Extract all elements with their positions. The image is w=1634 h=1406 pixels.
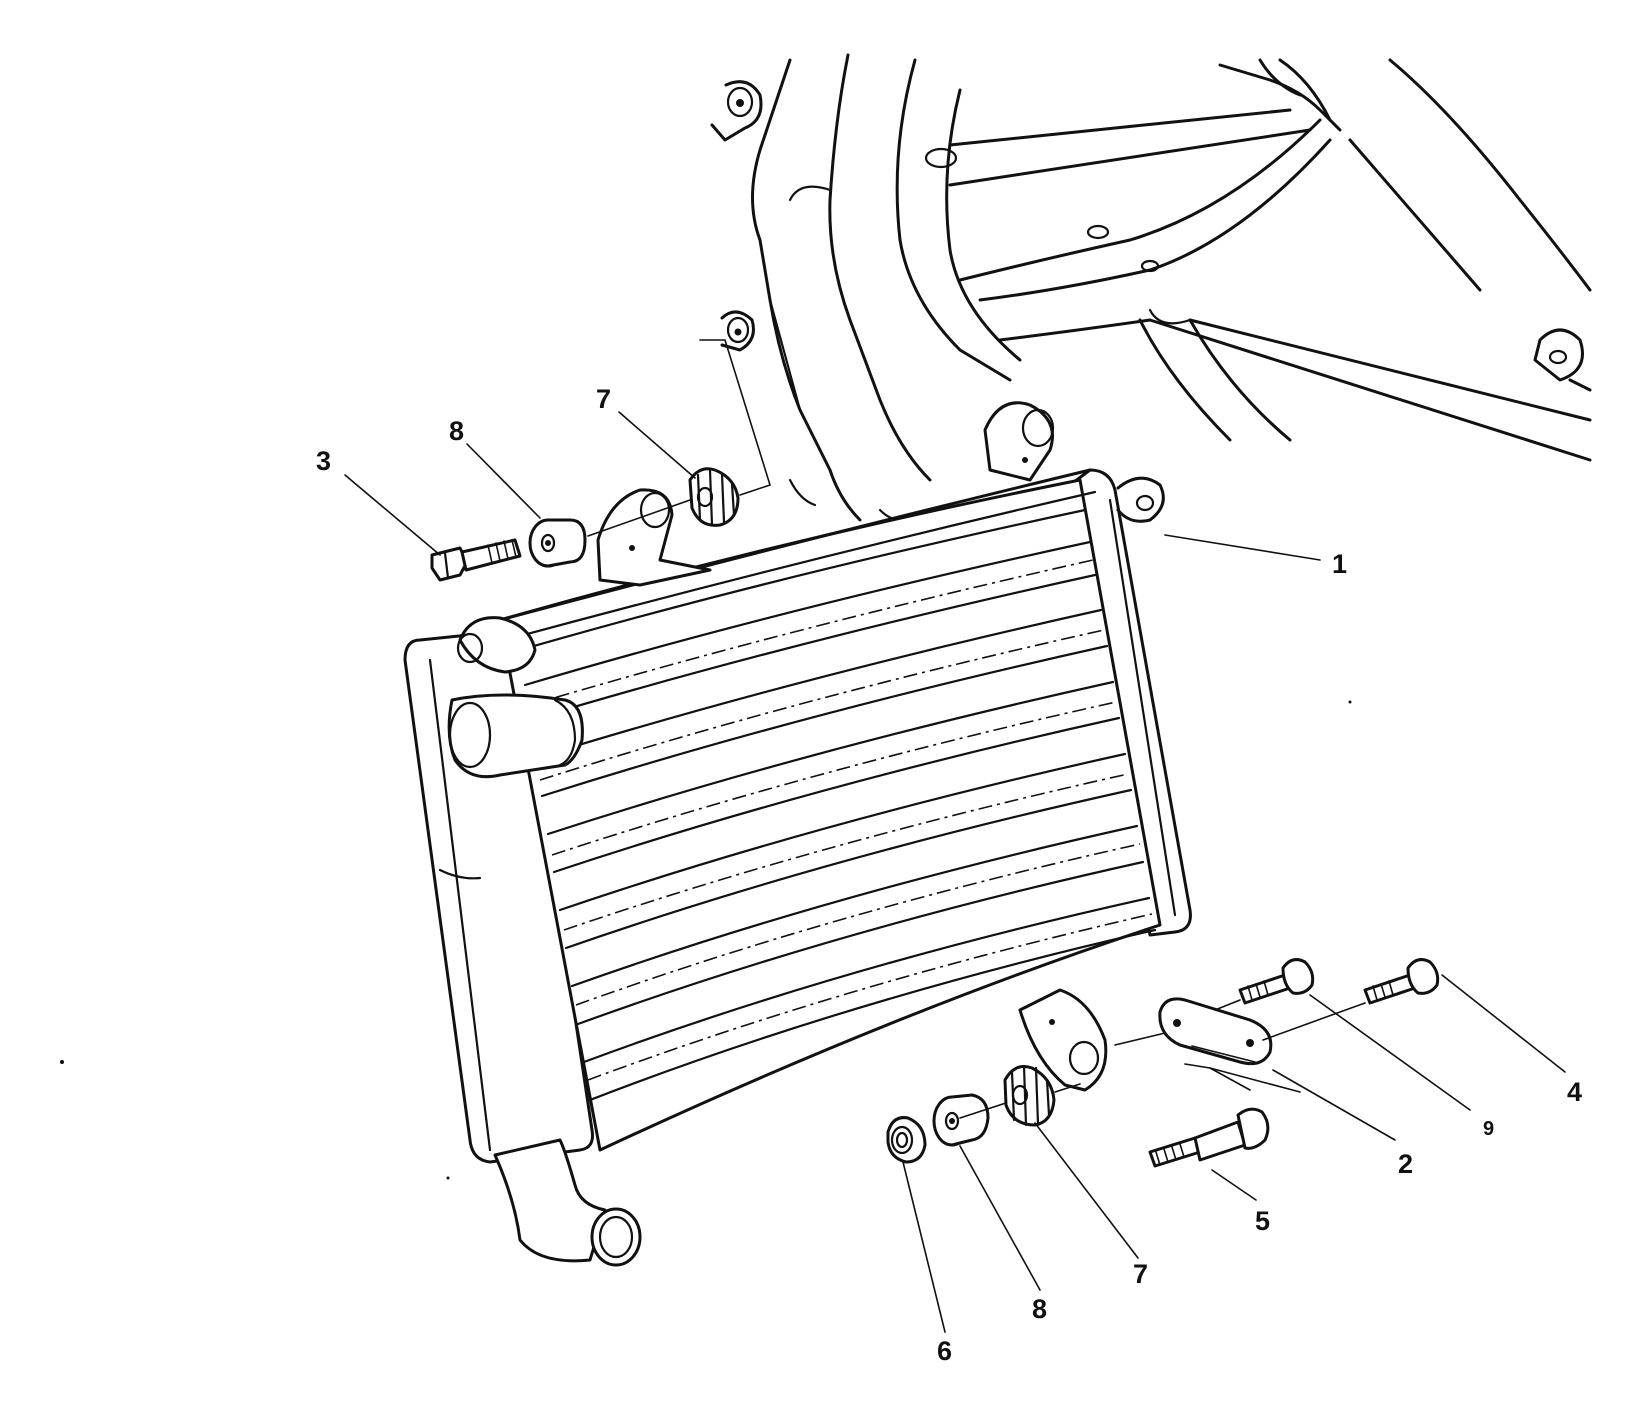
grommet-7-upper — [688, 467, 740, 527]
callout-labels: 1 2 3 4 5 6 7 7 8 8 9 — [316, 384, 1582, 1366]
spacer-8-lower — [932, 1093, 990, 1147]
callout-6: 6 — [937, 1336, 952, 1366]
speck — [60, 1060, 64, 1064]
bolt-3 — [430, 538, 522, 582]
bolt-5 — [1148, 1107, 1270, 1168]
radiator — [403, 401, 1192, 1267]
upper-fasteners — [430, 339, 771, 582]
callout-8-upper: 8 — [449, 416, 464, 446]
callout-leaders — [344, 411, 1566, 1333]
callout-3: 3 — [316, 446, 331, 476]
nut-6 — [886, 1116, 927, 1164]
bolt-9 — [1238, 958, 1315, 1005]
callout-4: 4 — [1567, 1077, 1582, 1107]
lower-fasteners — [886, 958, 1440, 1168]
callout-7-lower: 7 — [1133, 1259, 1148, 1289]
callout-2: 2 — [1398, 1149, 1413, 1179]
spacer-8-upper — [528, 518, 587, 568]
speck — [446, 1176, 450, 1180]
callout-7-upper: 7 — [596, 384, 611, 414]
frame — [710, 53, 1592, 522]
speck — [1348, 700, 1352, 704]
callout-1: 1 — [1332, 549, 1347, 579]
callout-5: 5 — [1255, 1206, 1270, 1236]
bolt-4 — [1363, 958, 1440, 1005]
radiator-fins — [518, 508, 1157, 1102]
callout-8-lower: 8 — [1032, 1294, 1047, 1324]
callout-9: 9 — [1483, 1118, 1494, 1140]
grommet-7-lower — [1003, 1064, 1056, 1127]
plate-2 — [1158, 997, 1273, 1066]
